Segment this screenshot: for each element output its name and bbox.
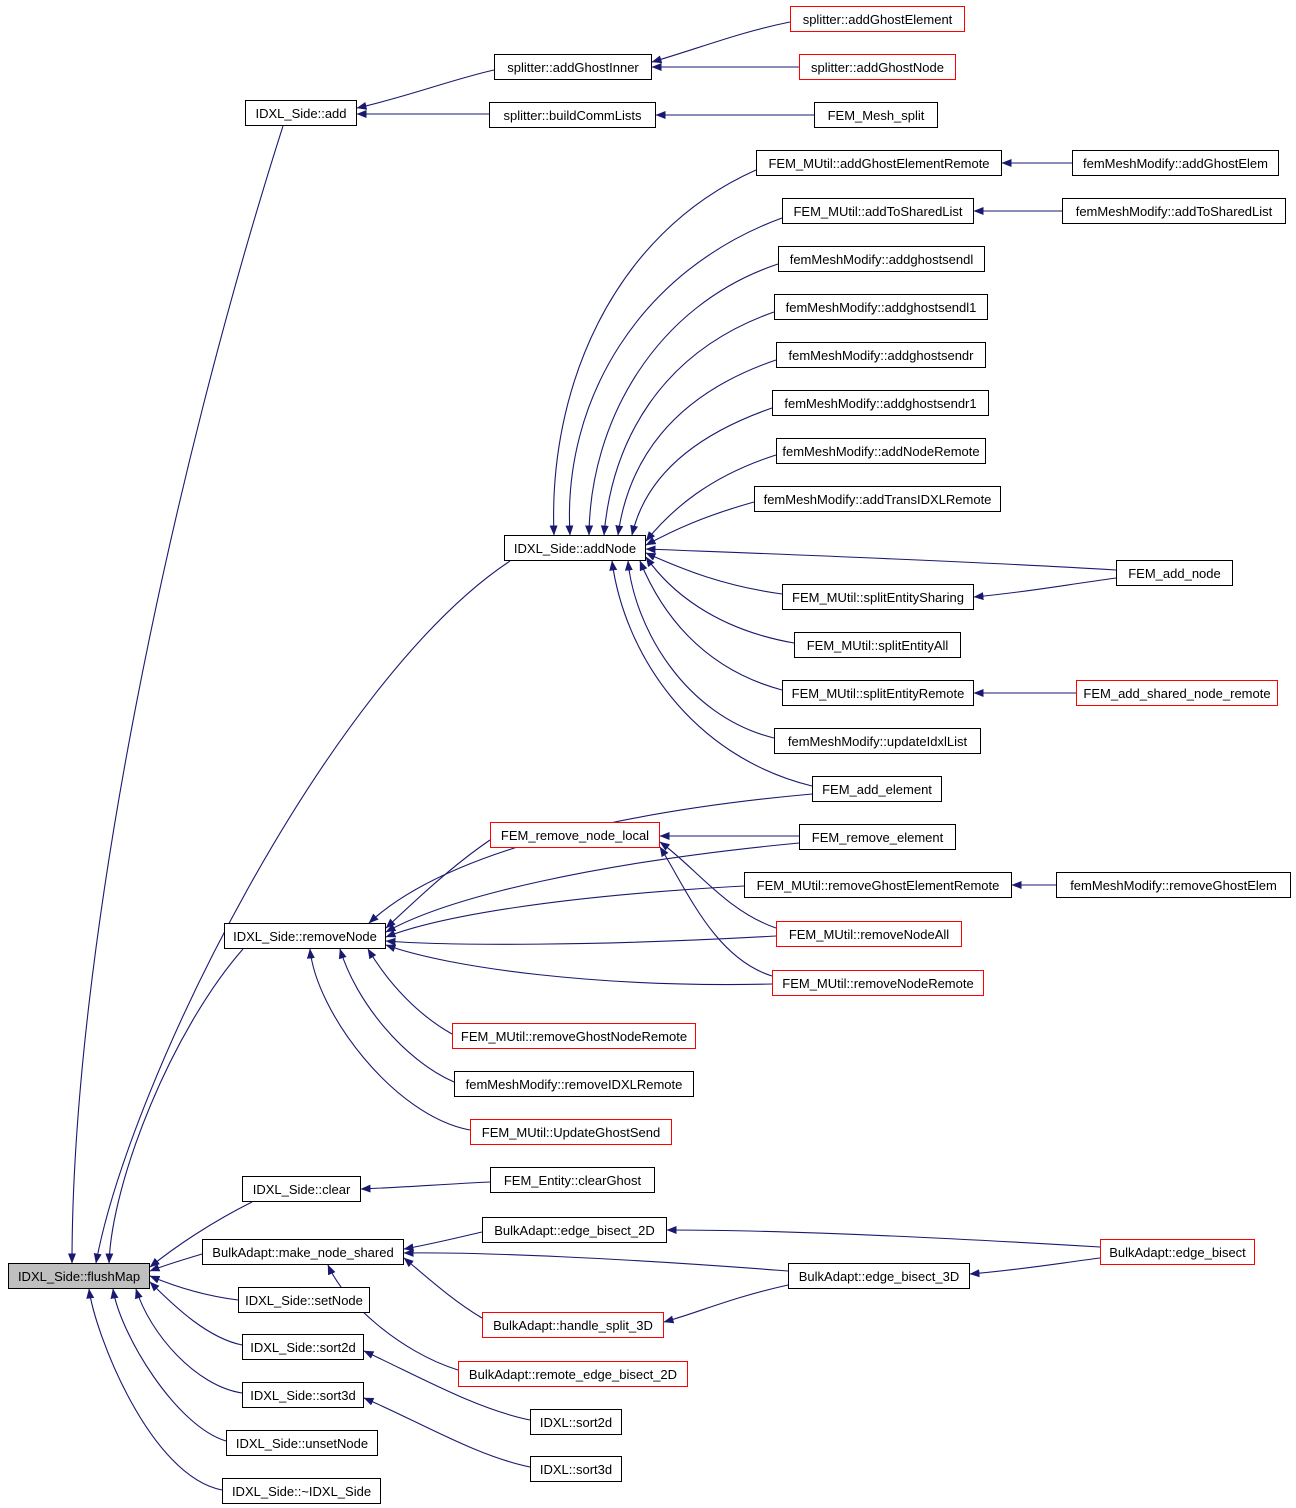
node-splitentityall[interactable]: FEM_MUtil::splitEntityAll (794, 632, 961, 658)
node-updateidxllist[interactable]: femMeshModify::updateIdxlList (774, 728, 981, 754)
node-edge-bisect-3d[interactable]: BulkAdapt::edge_bisect_3D (788, 1263, 970, 1289)
node-add[interactable]: IDXL_Side::add (245, 100, 357, 126)
node-flushmap[interactable]: IDXL_Side::flushMap (8, 1263, 150, 1289)
node-removenoderemote[interactable]: FEM_MUtil::removeNodeRemote (772, 970, 984, 996)
node-addghostsendr1[interactable]: femMeshModify::addghostsendr1 (772, 390, 989, 416)
node-fem-remove-element[interactable]: FEM_remove_element (799, 824, 956, 850)
node-buildcommlists[interactable]: splitter::buildCommLists (489, 102, 656, 128)
node-addghostsendr[interactable]: femMeshModify::addghostsendr (776, 342, 986, 368)
node-fem-add-node[interactable]: FEM_add_node (1116, 560, 1233, 586)
node-sort2d[interactable]: IDXL_Side::sort2d (242, 1334, 364, 1360)
node-addnoderemote[interactable]: femMeshModify::addNodeRemote (776, 438, 986, 464)
node-clearghost[interactable]: FEM_Entity::clearGhost (490, 1167, 655, 1193)
node-edge-bisect-2d[interactable]: BulkAdapt::edge_bisect_2D (482, 1217, 667, 1243)
node-fem-mesh-split[interactable]: FEM_Mesh_split (814, 102, 938, 128)
node-remote-edge-bisect-2d[interactable]: BulkAdapt::remote_edge_bisect_2D (458, 1361, 688, 1387)
node-removenodeall[interactable]: FEM_MUtil::removeNodeAll (776, 921, 962, 947)
node-clear[interactable]: IDXL_Side::clear (242, 1176, 361, 1202)
node-femmeshmodify-addtosharedlist[interactable]: femMeshModify::addToSharedList (1062, 198, 1286, 224)
node-addtransidxlremote[interactable]: femMeshModify::addTransIDXLRemote (754, 486, 1001, 512)
node-fem-add-shared-node-remote[interactable]: FEM_add_shared_node_remote (1076, 680, 1278, 706)
node-addghostsendl1[interactable]: femMeshModify::addghostsendl1 (774, 294, 988, 320)
node-idxl-sort2d[interactable]: IDXL::sort2d (530, 1409, 622, 1435)
node-removeghostelem[interactable]: femMeshModify::removeGhostElem (1056, 872, 1291, 898)
node-addghostelementremote[interactable]: FEM_MUtil::addGhostElementRemote (756, 150, 1002, 176)
node-addghostnode[interactable]: splitter::addGhostNode (799, 54, 956, 80)
node-addnode[interactable]: IDXL_Side::addNode (504, 535, 646, 561)
node-sort3d[interactable]: IDXL_Side::sort3d (242, 1382, 364, 1408)
node-addghostinner[interactable]: splitter::addGhostInner (494, 54, 652, 80)
node-removenode[interactable]: IDXL_Side::removeNode (224, 923, 386, 949)
node-splitentitysharing[interactable]: FEM_MUtil::splitEntitySharing (782, 584, 974, 610)
node-idxl-sort3d[interactable]: IDXL::sort3d (530, 1456, 622, 1482)
node-removeidxlremote[interactable]: femMeshModify::removeIDXLRemote (454, 1071, 694, 1097)
node-setnode[interactable]: IDXL_Side::setNode (238, 1287, 370, 1313)
node-addghostsendl[interactable]: femMeshModify::addghostsendl (778, 246, 985, 272)
node-addghostelem[interactable]: femMeshModify::addGhostElem (1072, 150, 1279, 176)
node-updateghostsend[interactable]: FEM_MUtil::UpdateGhostSend (470, 1119, 672, 1145)
node-idxl-side-destructor[interactable]: IDXL_Side::~IDXL_Side (222, 1478, 381, 1504)
node-fem-add-element[interactable]: FEM_add_element (812, 776, 942, 802)
node-edge-bisect[interactable]: BulkAdapt::edge_bisect (1100, 1239, 1255, 1265)
node-make-node-shared[interactable]: BulkAdapt::make_node_shared (202, 1239, 404, 1265)
node-removeghostelementremote[interactable]: FEM_MUtil::removeGhostElementRemote (744, 872, 1012, 898)
node-fem-remove-node-local[interactable]: FEM_remove_node_local (490, 822, 660, 848)
node-mutil-addtosharedlist[interactable]: FEM_MUtil::addToSharedList (782, 198, 974, 224)
node-splitentityremote[interactable]: FEM_MUtil::splitEntityRemote (782, 680, 974, 706)
node-unsetnode[interactable]: IDXL_Side::unsetNode (226, 1430, 378, 1456)
node-removeghostnoderemote[interactable]: FEM_MUtil::removeGhostNodeRemote (452, 1023, 696, 1049)
node-addghostelement[interactable]: splitter::addGhostElement (790, 6, 965, 32)
node-handle-split-3d[interactable]: BulkAdapt::handle_split_3D (482, 1312, 664, 1338)
